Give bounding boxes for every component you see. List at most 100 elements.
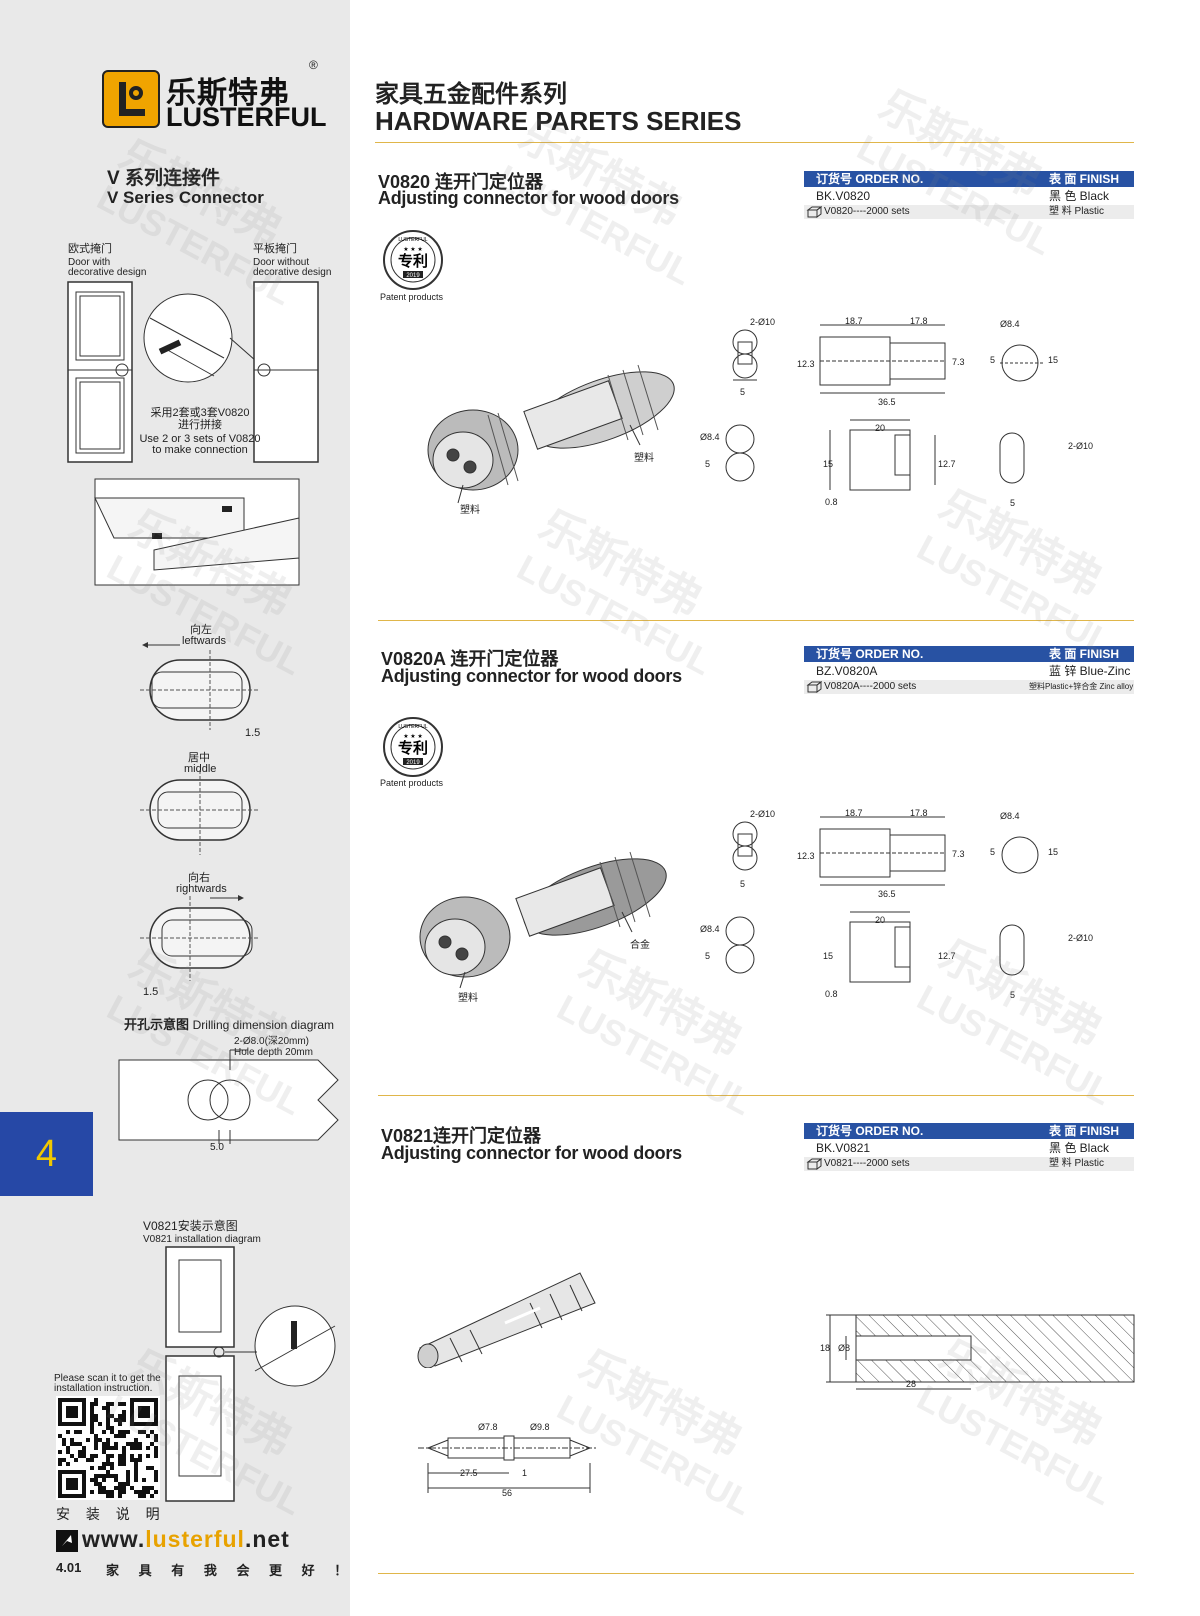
product-3-title: V0821连开门定位器 [381, 1126, 542, 1146]
use-note-en2: to make connection [152, 444, 248, 456]
svg-text:17.8: 17.8 [910, 808, 928, 818]
install-title-en: V0821 installation diagram [143, 1234, 261, 1245]
box-icon [806, 681, 823, 698]
brand-name-cn: 乐斯特弗 [166, 77, 290, 110]
left-cn: 向左 [190, 624, 212, 636]
svg-text:36.5: 36.5 [878, 889, 896, 899]
door-with-en2: decorative design [68, 267, 147, 278]
hole-middle-diagram [140, 770, 260, 855]
svg-text:1: 1 [522, 1468, 527, 1478]
svg-text:20: 20 [875, 423, 885, 433]
patent-label: Patent products [380, 778, 444, 788]
product-1-title: V0820 连开门定位器 [378, 172, 544, 192]
product-1-part-label-2: 塑料 [634, 453, 654, 464]
use-note-cn1: 采用2套或3套V0820 [150, 407, 250, 419]
svg-text:Ø8.4: Ø8.4 [1000, 811, 1020, 821]
product-2-technical-drawing: 2-Ø10 5 18.7 17.8 12.3 7.3 36.5 Ø8.4 5 1… [700, 808, 1093, 1000]
svg-text:0.8: 0.8 [825, 989, 838, 999]
svg-text:28: 28 [906, 1379, 916, 1389]
drill-title: 开孔示意图 Drilling dimension diagram [124, 1017, 335, 1032]
svg-text:专利: 专利 [398, 252, 428, 270]
drill-hole-en: Hole depth 20mm [234, 1047, 313, 1058]
door-without-en1: Door without [253, 257, 310, 268]
door-without-en2: decorative design [253, 267, 332, 278]
svg-text:5: 5 [705, 951, 710, 961]
website-link[interactable]: www.lusterful.net [82, 1526, 290, 1552]
product-3-order-header: 订货号 ORDER NO. 表 面 FINISH [804, 1123, 1134, 1139]
version-label: 4.01 [56, 1560, 82, 1575]
registered-mark: ® [309, 58, 318, 72]
product-2-subtitle: Adjusting connector for wood doors [381, 666, 682, 686]
header-title-cn: 家具五金配件系列 [375, 81, 567, 108]
divider-3 [378, 1573, 1134, 1574]
door-with-cn: 欧式掩门 [68, 243, 112, 255]
svg-text:18: 18 [820, 1343, 830, 1353]
svg-text:15: 15 [1048, 847, 1058, 857]
hole-right-diagram [140, 895, 260, 981]
patent-badge-icon: LUSTERFUL ★ ★ ★ 专利 2019 [383, 717, 443, 777]
header-divider [375, 142, 1134, 143]
svg-text:LUSTERFUL: LUSTERFUL [398, 237, 427, 243]
svg-text:12.3: 12.3 [797, 851, 815, 861]
drilling-diagram [118, 1049, 339, 1144]
product-1-part-label-1: 塑料 [460, 505, 480, 516]
svg-text:Ø8.4: Ø8.4 [1000, 319, 1020, 329]
door-without-cn: 平板掩门 [253, 243, 297, 255]
sidebar-title-cn: V 系列连接件 [107, 168, 220, 189]
product-3-image [417, 1272, 596, 1368]
svg-text:7.3: 7.3 [952, 849, 965, 859]
product-3-subtitle: Adjusting connector for wood doors [381, 1143, 682, 1163]
product-1-technical-drawing: 2-Ø10 5 18.7 17.8 12.3 7.3 36.5 Ø8.4 5 1… [700, 316, 1093, 508]
svg-text:2019: 2019 [406, 760, 420, 766]
qr-code-icon[interactable] [56, 1396, 160, 1500]
svg-text:2-Ø10: 2-Ø10 [1068, 933, 1093, 943]
board-connection-diagram [94, 478, 300, 586]
product-1-pack-row: V0820----2000 sets 塑 料 Plastic [804, 205, 1134, 219]
patent-badge-icon: LUSTERFUL ★ ★ ★ 专利 2019 [383, 230, 443, 290]
product-1-order-row: BK.V0820 黑 色 Black [816, 189, 1110, 203]
arrow-icon [56, 1530, 78, 1552]
product-1-subtitle: Adjusting connector for wood doors [378, 188, 679, 208]
svg-text:2-Ø10: 2-Ø10 [750, 809, 775, 819]
svg-text:★ ★ ★: ★ ★ ★ [403, 733, 422, 740]
product-3-hole-drawing: 18 Ø8 28 [820, 1314, 1135, 1390]
svg-text:Ø8: Ø8 [838, 1343, 850, 1353]
svg-text:27.5: 27.5 [460, 1468, 478, 1478]
product-2-order-row: BZ.V0820A 蓝 锌 Blue-Zinc [816, 664, 1131, 678]
svg-text:12.7: 12.7 [938, 951, 956, 961]
svg-text:5: 5 [1010, 990, 1015, 1000]
svg-text:36.5: 36.5 [878, 397, 896, 407]
svg-text:Ø8.4: Ø8.4 [700, 924, 720, 934]
left-dim: 1.5 [245, 727, 261, 739]
svg-text:2-Ø10: 2-Ø10 [750, 317, 775, 327]
svg-text:5: 5 [740, 387, 745, 397]
middle-en: middle [184, 763, 217, 775]
svg-text:5: 5 [990, 847, 995, 857]
product-2-order-header: 订货号 ORDER NO. 表 面 FINISH [804, 646, 1134, 662]
svg-text:5: 5 [1010, 498, 1015, 508]
drill-hole-cn: 2-Ø8.0(深20mm) [234, 1036, 310, 1047]
product-1-image [427, 364, 675, 504]
svg-text:5: 5 [705, 459, 710, 469]
left-en: leftwards [182, 635, 227, 647]
product-2-title: V0820A 连开门定位器 [381, 649, 559, 669]
product-3-order-row: BK.V0821 黑 色 Black [816, 1141, 1110, 1155]
svg-text:LUSTERFUL: LUSTERFUL [398, 724, 427, 730]
svg-text:Ø8.4: Ø8.4 [700, 432, 720, 442]
product-2-pack-row: V0820A----2000 sets 塑料Plastic+锌合金 Zinc a… [804, 680, 1134, 694]
svg-text:12.7: 12.7 [938, 459, 956, 469]
right-dim: 1.5 [143, 986, 159, 998]
right-cn: 向右 [188, 872, 210, 884]
box-icon [806, 1158, 823, 1175]
manual-label: 安 装 说 明 [56, 1506, 166, 1522]
install-diagram [165, 1246, 336, 1502]
svg-text:2-Ø10: 2-Ø10 [1068, 441, 1093, 451]
svg-text:2019: 2019 [406, 273, 420, 279]
right-en: rightwards [176, 883, 227, 895]
svg-text:5: 5 [740, 879, 745, 889]
svg-text:18.7: 18.7 [845, 316, 863, 326]
hole-left-diagram [140, 642, 260, 730]
divider-2 [378, 1095, 1134, 1096]
svg-text:Ø9.8: Ø9.8 [530, 1422, 550, 1432]
svg-text:15: 15 [1048, 355, 1058, 365]
